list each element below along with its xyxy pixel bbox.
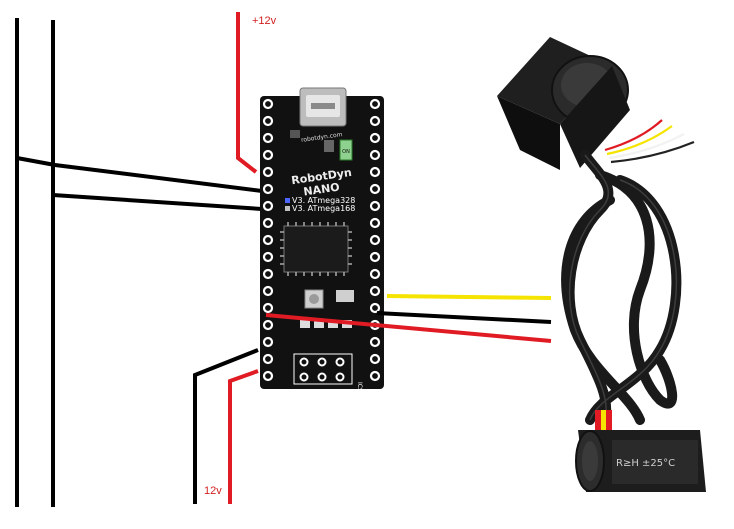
sensor-lead-wires (604, 119, 695, 164)
microcontroller-chip (280, 222, 352, 276)
wire-yellow-signal (386, 294, 552, 300)
wire-rail2-to-board (52, 193, 263, 211)
wire-rail1-to-board (16, 156, 263, 193)
label-top-voltage: +12v (252, 15, 277, 27)
variant-2: V3. ATmega168 (292, 204, 355, 213)
wire-12v-top (236, 12, 258, 174)
wire-black-ground (376, 311, 552, 324)
icsp-label: ICSP (356, 382, 363, 396)
icsp-header (293, 353, 353, 385)
wire-red-power (265, 313, 552, 343)
label-bottom-voltage: 12v (204, 485, 222, 497)
sensor-head-top (497, 37, 630, 170)
right-header-pins (369, 98, 381, 382)
board-model: NANO (303, 181, 341, 199)
arduino-nano-board: ON robotdyn.com RobotDyn NANO V3. ATmega… (260, 87, 384, 396)
led-label: ON (342, 149, 350, 155)
sensor-cable (561, 150, 682, 425)
variant-1: V3. ATmega328 (292, 196, 355, 205)
sensor-assembly: R≥H ±25°C (497, 37, 706, 492)
power-led (339, 139, 353, 161)
sensor-head-bottom: R≥H ±25°C (575, 410, 706, 492)
wire-black-bottom (193, 348, 259, 504)
wire-red-bottom (228, 369, 259, 504)
sensor-marking: R≥H ±25°C (616, 458, 675, 469)
left-header-pins (262, 98, 274, 382)
